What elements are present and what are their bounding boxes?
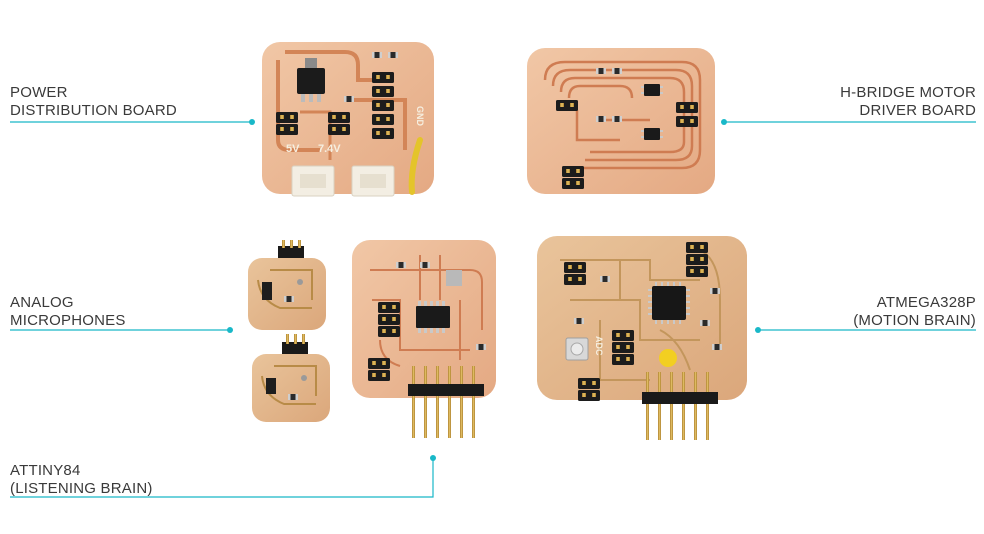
label-power-line2: DISTRIBUTION BOARD [10, 102, 177, 119]
label-microphones-line1: ANALOG [10, 294, 74, 311]
label-hbridge-line1: H-BRIDGE MOTOR [840, 84, 976, 101]
label-hbridge: H-BRIDGE MOTOR DRIVER BOARD [840, 84, 976, 120]
silk-gnd: GND [415, 106, 425, 127]
label-hbridge-line2: DRIVER BOARD [859, 102, 976, 119]
silk-adc: ADC [594, 336, 604, 356]
label-atmega: ATMEGA328P (MOTION BRAIN) [853, 294, 976, 330]
label-atmega-line1: ATMEGA328P [876, 294, 976, 311]
atmega328p-board: ADC [537, 236, 747, 440]
microphone-board-top [248, 240, 326, 330]
silk-5v: 5V [286, 143, 300, 155]
h-bridge-board [527, 48, 715, 194]
leader-lines [10, 119, 976, 498]
label-power-distribution: POWER DISTRIBUTION BOARD [10, 84, 177, 120]
label-power-line1: POWER [10, 84, 68, 101]
label-attiny-line2: (LISTENING BRAIN) [10, 480, 153, 497]
leader-attiny [10, 460, 434, 498]
label-attiny-line1: ATTINY84 [10, 462, 81, 479]
label-microphones: ANALOG MICROPHONES [10, 294, 126, 330]
power-distribution-board: 5V 7.4V GND [262, 42, 434, 197]
label-microphones-line2: MICROPHONES [10, 312, 126, 329]
label-atmega-line2: (MOTION BRAIN) [853, 312, 976, 329]
silk-7-4v: 7.4V [318, 143, 341, 155]
attiny84-board [352, 240, 496, 438]
label-attiny: ATTINY84 (LISTENING BRAIN) [10, 462, 153, 498]
microphone-board-bottom [252, 334, 330, 422]
